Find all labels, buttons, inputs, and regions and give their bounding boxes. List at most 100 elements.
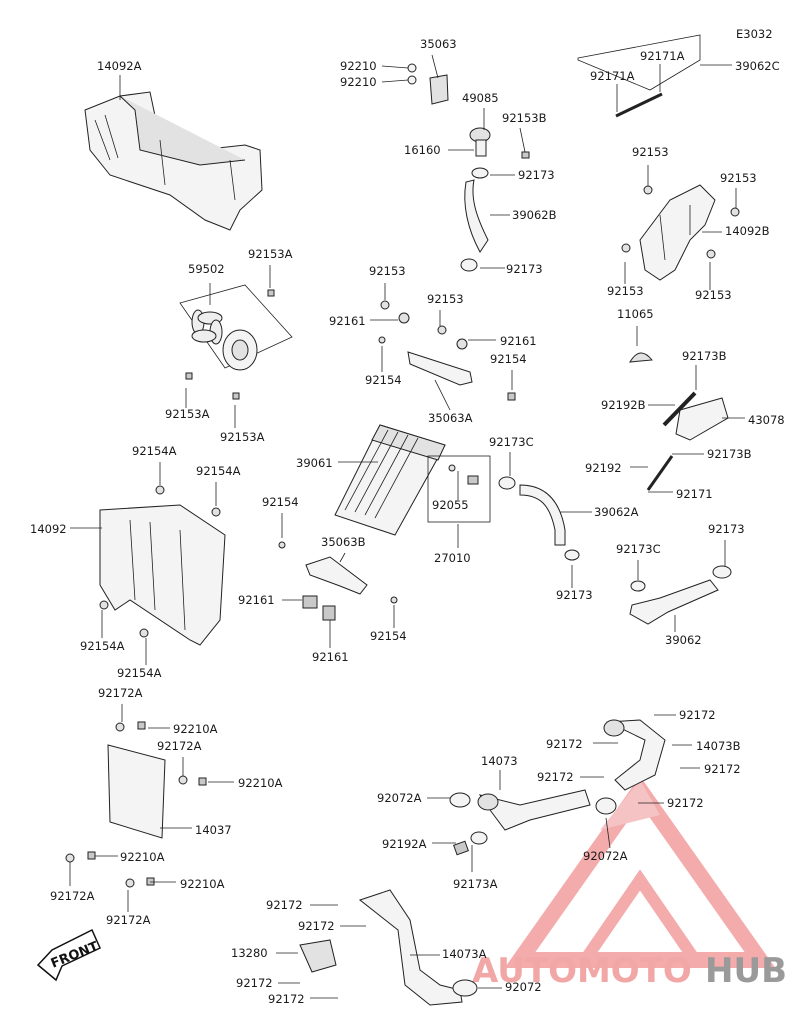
part-number-label: 92173B xyxy=(682,349,727,363)
leader-line xyxy=(381,79,409,83)
part-number-label: 92154A xyxy=(117,666,162,680)
tank-43078-drawing xyxy=(646,391,729,491)
bracket-35063-drawing xyxy=(407,63,449,105)
part-number-label: 92172 xyxy=(537,770,574,784)
part-number-label: 92072A xyxy=(583,849,628,863)
rod-39062c-drawing xyxy=(577,34,701,118)
part-number-label: 14092 xyxy=(30,522,67,536)
part-number-label: 92153A xyxy=(220,430,265,444)
leader-line xyxy=(434,379,451,411)
part-number-label: 92154 xyxy=(365,373,402,387)
part-number-label: 92173 xyxy=(506,262,543,276)
leader-lines xyxy=(69,54,745,999)
part-number-label: 92192 xyxy=(585,461,622,475)
part-number-label: 92173 xyxy=(708,522,745,536)
part-number-label: 92161 xyxy=(500,334,537,348)
part-number-label: 92172 xyxy=(667,796,704,810)
leader-line xyxy=(381,65,409,69)
part-number-label: 14092B xyxy=(725,224,770,238)
part-number-label: 59502 xyxy=(188,262,225,276)
part-number-label: 92153A xyxy=(248,247,293,261)
cap-49085-drawing xyxy=(469,127,530,159)
part-number-label: 92153 xyxy=(369,264,406,278)
part-number-label: 92153 xyxy=(695,288,732,302)
part-number-label: 92173A xyxy=(453,877,498,891)
part-number-label: 27010 xyxy=(434,551,471,565)
part-number-label: 92173C xyxy=(616,542,661,556)
part-number-label: 92154A xyxy=(132,444,177,458)
part-number-label: 92192A xyxy=(382,837,427,851)
part-number-label: 92210A xyxy=(173,722,218,736)
part-number-label: 39062A xyxy=(594,505,639,519)
part-number-label: 92210 xyxy=(340,59,377,73)
hose-39062a-drawing xyxy=(498,476,580,561)
part-number-label: 39062B xyxy=(512,208,557,222)
watermark-text-hub: HUB xyxy=(705,951,787,991)
part-number-label: 35063B xyxy=(321,535,366,549)
part-number-label: 14073A xyxy=(442,947,487,961)
hose-39062-drawing xyxy=(629,565,732,625)
shroud-14092-drawing xyxy=(99,485,226,646)
part-number-label: 92172A xyxy=(50,889,95,903)
duct-14073-drawing xyxy=(449,719,666,856)
part-number-label: 39062 xyxy=(665,633,702,647)
part-number-label: 92171A xyxy=(590,69,635,83)
part-number-label: 92210 xyxy=(340,75,377,89)
part-number-label: 92161 xyxy=(312,650,349,664)
radiator-39061-drawing xyxy=(334,424,446,536)
part-number-label: 92055 xyxy=(432,498,469,512)
part-number-label: 49085 xyxy=(462,91,499,105)
part-number-label: 39061 xyxy=(296,456,333,470)
part-number-label: 92154 xyxy=(370,629,407,643)
part-number-label: 14037 xyxy=(195,823,232,837)
fan-59502-drawing xyxy=(179,284,293,400)
part-number-label: 92172A xyxy=(157,739,202,753)
watermark-logo xyxy=(504,776,776,968)
part-number-label: 92172 xyxy=(679,708,716,722)
shroud-14092b-drawing xyxy=(621,184,740,281)
part-number-label: 92172 xyxy=(546,737,583,751)
switch-27010-drawing xyxy=(427,455,491,523)
part-number-label: 92171 xyxy=(676,487,713,501)
part-number-label: 92172 xyxy=(266,898,303,912)
hose-39062b-drawing xyxy=(460,167,489,272)
leader-line xyxy=(605,817,611,849)
part-number-label: 14073 xyxy=(481,754,518,768)
part-number-label: 92210A xyxy=(238,776,283,790)
bracket-35063b-drawing xyxy=(278,541,398,621)
part-number-label: 92153 xyxy=(720,171,757,185)
part-number-label: 92153B xyxy=(502,111,547,125)
duct-14073a-drawing xyxy=(299,889,478,1006)
part-number-label: 92171A xyxy=(640,49,685,63)
part-number-label: 92172 xyxy=(298,919,335,933)
front-arrow-icon xyxy=(36,928,101,982)
part-number-label: 39062C xyxy=(735,59,780,73)
part-number-label: 92210A xyxy=(120,850,165,864)
part-number-label: 92173 xyxy=(518,168,555,182)
part-number-label: 92072A xyxy=(377,791,422,805)
watermark-text-auto: AUTOMOTO xyxy=(472,951,692,991)
part-number-label: 92153 xyxy=(427,292,464,306)
part-number-label: 16160 xyxy=(404,143,441,157)
part-number-label: 92153 xyxy=(607,284,644,298)
part-number-label: 92161 xyxy=(329,314,366,328)
part-number-label: 92210A xyxy=(180,877,225,891)
cap-11065-drawing xyxy=(629,352,653,363)
part-number-label: 92172 xyxy=(704,762,741,776)
leader-line xyxy=(339,552,346,563)
part-number-label: 35063 xyxy=(420,37,457,51)
bracket-35063a-drawing xyxy=(378,300,516,401)
part-number-label: 92153 xyxy=(632,145,669,159)
leader-line xyxy=(431,54,439,79)
part-number-label: 92173C xyxy=(489,435,534,449)
part-number-label: 92173B xyxy=(707,447,752,461)
part-number-label: 35063A xyxy=(428,411,473,425)
part-number-label: 92154A xyxy=(196,464,241,478)
part-number-label: 92072 xyxy=(505,980,542,994)
part-number-label: 92161 xyxy=(238,593,275,607)
part-number-label: 92172A xyxy=(106,913,151,927)
panel-14037-drawing xyxy=(65,721,207,888)
leader-line xyxy=(519,127,526,153)
part-number-label: 92153A xyxy=(165,407,210,421)
